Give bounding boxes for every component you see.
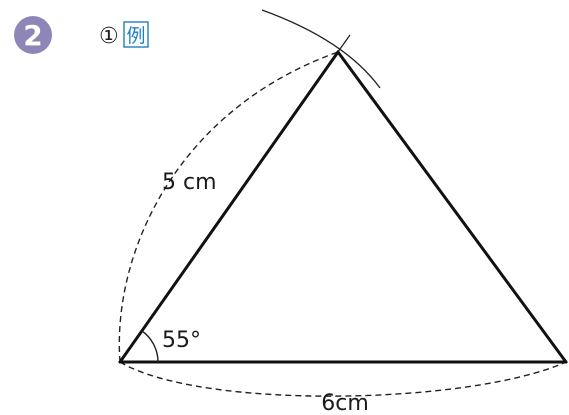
triangle-side-right [336, 50, 568, 364]
problem-number-badge: 2 [14, 16, 52, 54]
subquestion-header: ① 例 [99, 21, 149, 49]
triangle-side-left [118, 50, 340, 364]
dashed-arc-side [118, 51, 339, 363]
base-length-label: 6cm [321, 391, 369, 415]
problem-number: 2 [23, 19, 42, 52]
angle-label: 55° [162, 328, 201, 353]
angle-arc [141, 330, 159, 363]
badge-circle [14, 16, 52, 54]
example-box [123, 21, 149, 48]
compass-arc [261, 9, 381, 89]
dashed-arc-base [119, 361, 567, 397]
subquestion-marker: ① [99, 24, 119, 49]
example-label: 例 [126, 25, 145, 47]
side-length-label: 5 cm [162, 170, 217, 195]
